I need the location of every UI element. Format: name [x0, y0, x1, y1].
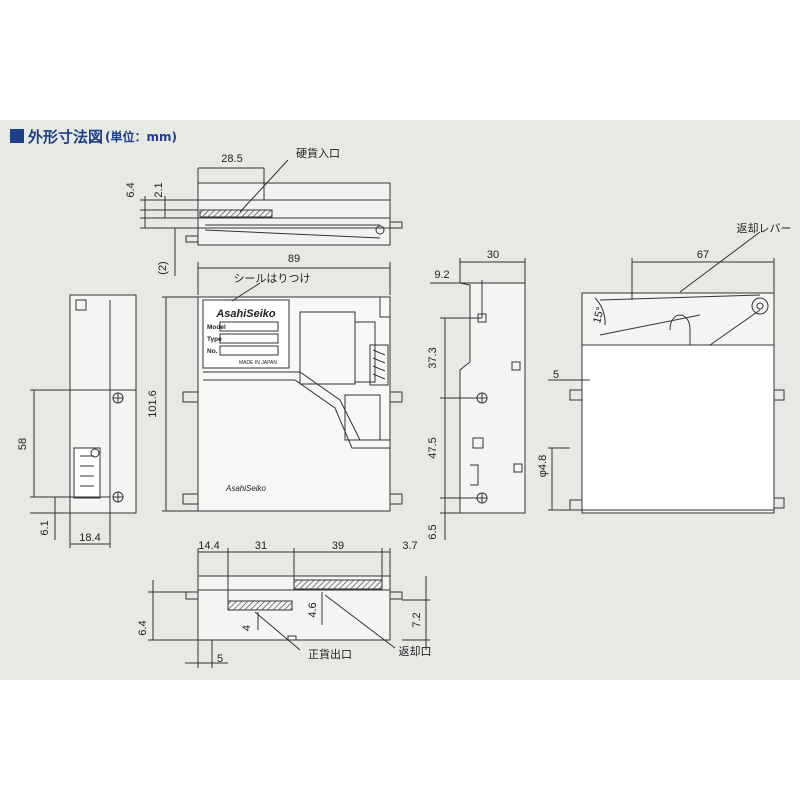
- dim-15-deg: 15°: [591, 306, 607, 325]
- dim-bottom-5: 5: [217, 653, 223, 665]
- made-in-japan: MADE IN JAPAN: [239, 360, 277, 366]
- dim-front-width: 89: [288, 253, 300, 265]
- dim-14-4: 14.4: [198, 540, 219, 552]
- dim-right-5: 5: [553, 369, 559, 381]
- dim-67: 67: [697, 249, 709, 261]
- dim-9-2: 9.2: [434, 269, 449, 281]
- label-return-outlet: 返却口: [399, 645, 432, 658]
- dim-front-height: 101.6: [147, 390, 159, 418]
- dim-top-h3: (2): [157, 261, 169, 274]
- label-coin-inlet: 硬貨入口: [296, 146, 340, 160]
- title-unit: (単位：mm): [105, 129, 177, 144]
- field-no: No.: [207, 348, 218, 355]
- dim-4-6: 4.6: [307, 602, 319, 617]
- dim-18-4: 18.4: [79, 532, 100, 544]
- dim-top-width: 28.5: [221, 153, 242, 165]
- top-view: [140, 159, 403, 276]
- bottom-logo: AsahiSeiko: [225, 484, 267, 493]
- dim-bottom-4: 4: [241, 625, 253, 631]
- dim-37-3: 37.3: [427, 347, 439, 368]
- field-model: Model: [207, 324, 226, 331]
- title-text: 外形寸法図: [28, 127, 104, 146]
- bottom-view: [148, 548, 430, 668]
- title-bullet-icon: [10, 129, 24, 143]
- dim-6-5: 6.5: [427, 524, 439, 539]
- dim-31: 31: [255, 540, 267, 552]
- dim-6-1: 6.1: [39, 520, 51, 535]
- label-seal: シールはりつけ: [233, 272, 310, 285]
- side-view: [430, 258, 526, 540]
- field-type: Type: [207, 336, 222, 343]
- dim-7-2: 7.2: [411, 612, 423, 627]
- right-view: [548, 231, 785, 514]
- dim-top-h1: 6.4: [125, 182, 137, 197]
- dim-58: 58: [17, 438, 29, 450]
- left-view: [30, 294, 137, 548]
- front-view: [162, 262, 403, 512]
- label-coin-outlet: 正貨出口: [308, 647, 352, 661]
- dim-top-h2: 2.1: [153, 182, 165, 197]
- label-return-lever: 返却レバー: [737, 222, 792, 235]
- dim-phi-4-8: φ4.8: [537, 455, 549, 477]
- dim-47-5: 47.5: [427, 437, 439, 458]
- brand-logo: AsahiSeiko: [215, 308, 276, 320]
- dim-bottom-6-4: 6.4: [137, 620, 149, 635]
- dim-30: 30: [487, 249, 499, 261]
- page-title: 外形寸法図 (単位：mm): [10, 126, 177, 146]
- dim-3-7: 3.7: [402, 540, 417, 552]
- dim-39: 39: [332, 540, 344, 552]
